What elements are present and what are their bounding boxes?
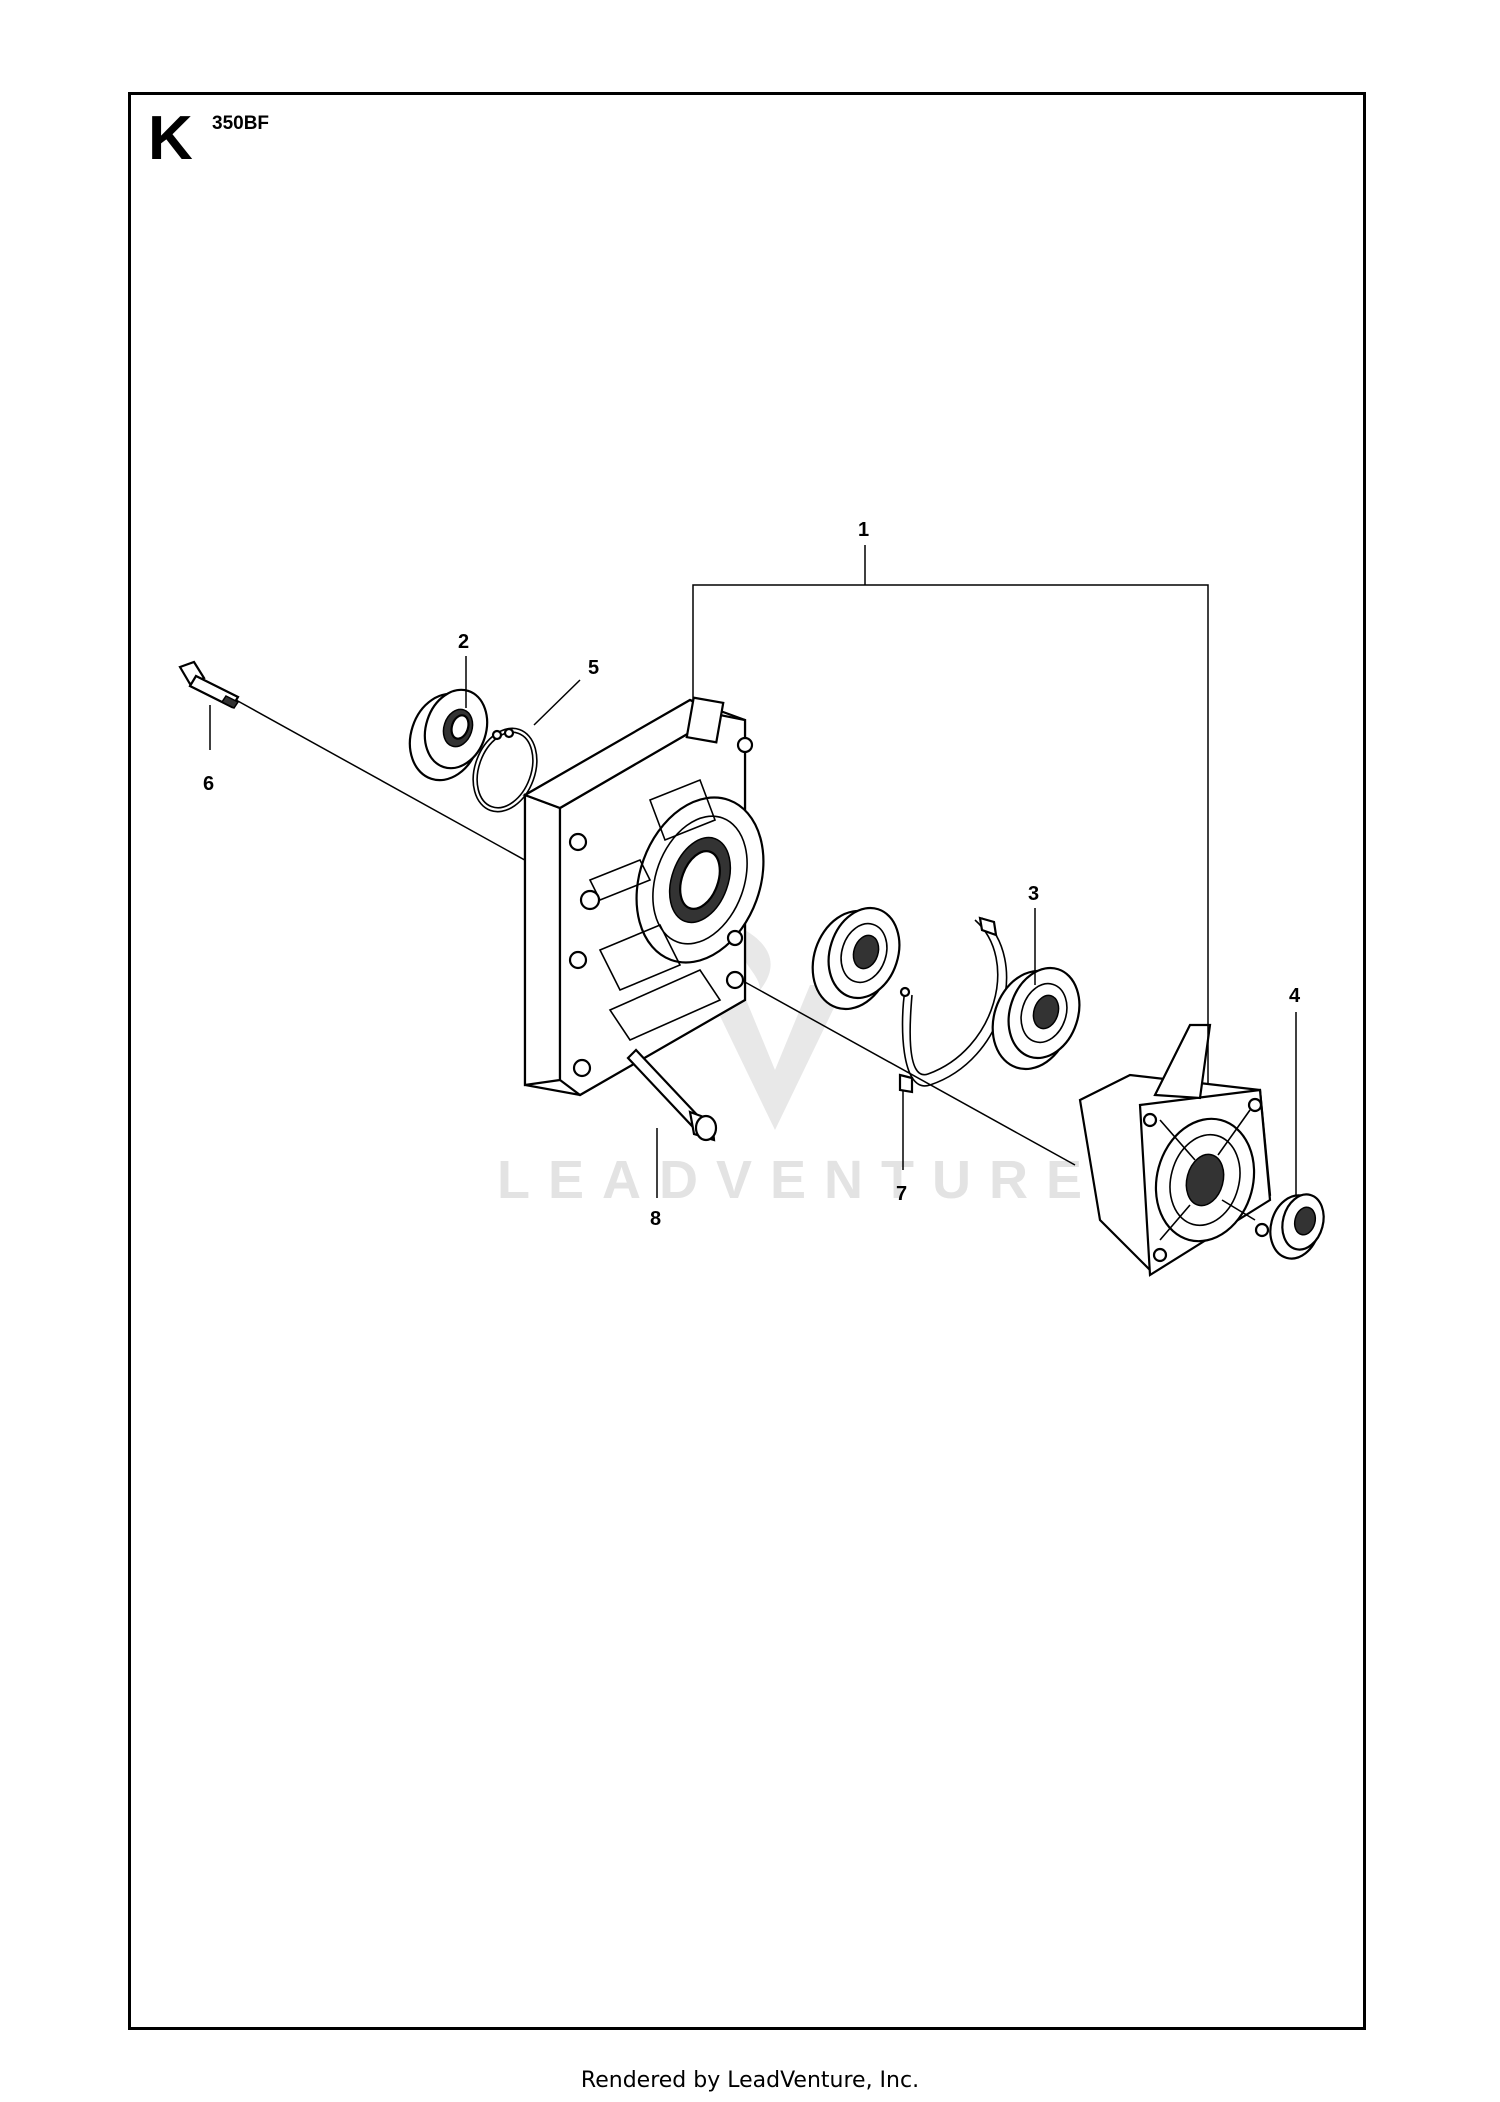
seal-part-4 <box>1269 1193 1325 1260</box>
watermark-logo-icon <box>705 930 845 1130</box>
bolt-part-8 <box>626 1048 718 1142</box>
callout-6: 6 <box>203 773 214 795</box>
seal-part-2 <box>408 688 489 782</box>
bearing-middle <box>811 906 901 1011</box>
callout-4: 4 <box>1289 985 1301 1007</box>
gasket-part-7 <box>898 916 1008 1094</box>
callout-7: 7 <box>896 1183 907 1205</box>
bolt-part-6 <box>178 660 240 709</box>
crankcase-housing-front <box>522 696 765 1097</box>
gear-housing-rear <box>1078 1023 1272 1277</box>
circlip-part-5 <box>472 727 538 813</box>
section-letter: K <box>148 104 193 173</box>
callout-5: 5 <box>588 657 599 679</box>
callout-1: 1 <box>858 519 869 541</box>
diagram-frame <box>128 92 1366 2030</box>
callout-8: 8 <box>650 1208 661 1230</box>
footer-credit: Rendered by LeadVenture, Inc. <box>580 2068 920 2093</box>
callout-2: 2 <box>458 631 469 653</box>
watermark-text: LEADVENTURE <box>497 1150 1100 1210</box>
callout-3: 3 <box>1028 883 1039 905</box>
leader-lines <box>209 545 1297 1198</box>
model-code: 350BF <box>212 113 270 134</box>
bearing-part-3 <box>991 966 1081 1071</box>
